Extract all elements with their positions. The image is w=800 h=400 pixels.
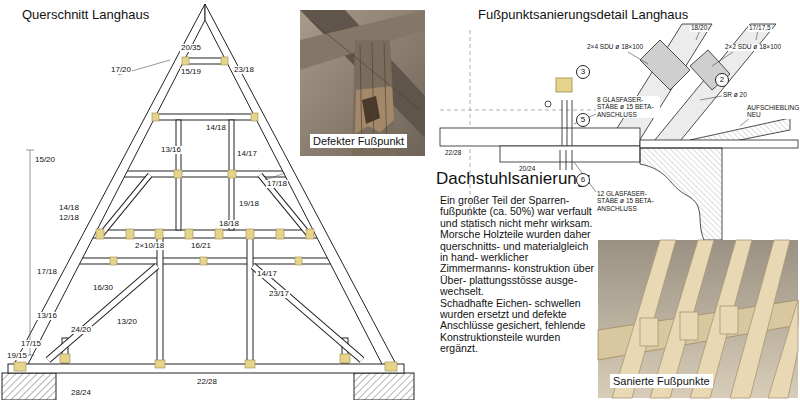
dimension-label: 28/24 [70, 389, 92, 397]
photo-repaired [598, 240, 798, 398]
dimension-label: 13/16 [160, 146, 182, 154]
dimension-label: 14/17 [236, 150, 258, 158]
dimension-label: 13/20 [116, 318, 138, 326]
dimension-label: 24/20 [70, 326, 92, 334]
photo-caption: Sanierte Fußpunkte [610, 374, 713, 388]
dimension-label: 22/28 [196, 378, 218, 386]
section-heading: Dachstuhlsanierung: [436, 170, 591, 187]
callout-circle: 3 [576, 65, 590, 79]
body-text: Ein großer Teil der Sparren- fußpunkte (… [440, 195, 595, 229]
dimension-label: 20/24 [518, 166, 536, 173]
body-text: Morsche Holzteile wurden daher querschni… [440, 229, 595, 297]
dimension-label: 23/18 [233, 66, 255, 74]
photo-frame: Sanierte Fußpunkte [598, 240, 798, 398]
callout-number: 5 [581, 116, 585, 124]
dimension-label: 19/15 [6, 352, 28, 360]
dimension-label: 17/18 [36, 268, 58, 276]
dimension-label: 22/28 [444, 150, 462, 157]
dimension-label: 17/20 [110, 66, 132, 74]
dimension-label: 16/30 [92, 284, 114, 292]
foot-detail-drawing [440, 24, 798, 240]
photo-defect [300, 10, 425, 156]
part-note: AUFSCHIEBLING NEU [746, 104, 796, 119]
dimension-label: 2×10/18 [134, 242, 165, 250]
dimension-label: 13/16 [36, 312, 58, 320]
dimension-label: 12/18 [58, 214, 80, 222]
rod-note: 12 GLASFASER- STÄBE ø 15 BETA-ANSCHLUSS [596, 190, 662, 212]
dimension-label: 15/19 [180, 68, 202, 76]
body-text: Schadhafte Eichen- schwellen wurden erse… [440, 298, 595, 355]
dimension-label: 14/17 [256, 270, 278, 278]
callout-number: 3 [581, 68, 585, 76]
dimension-label: 17/15 [20, 340, 42, 348]
photo-caption: Defekter Fußpunkt [310, 134, 407, 148]
dimension-label: 14/18 [205, 124, 227, 132]
dimension-label: 20/35 [180, 44, 202, 52]
dimension-label: 17/17,5 [748, 25, 772, 32]
dimension-label: 19/18 [238, 200, 260, 208]
dimension-label: 14/18 [58, 204, 80, 212]
dimension-label: 16/21 [190, 242, 212, 250]
view-heading: Fußpunktsanierungsdetail Langhaus [478, 8, 688, 21]
view-heading: Querschnitt Langhaus [22, 8, 149, 21]
callout-circle: 5 [576, 113, 590, 127]
fastener-note: 2×4 SDU ø 18×100 [586, 44, 644, 51]
callout-number: 6 [581, 176, 585, 184]
dimension-label: 17/18 [266, 180, 288, 188]
dimension-label: 18/20 [690, 25, 708, 32]
dimension-label: 23/17 [268, 290, 290, 298]
dimension-label: 18/18 [218, 220, 240, 228]
dimension-label: 15/20 [34, 156, 56, 164]
photo-frame: Defekter Fußpunkt [300, 10, 425, 156]
rod-note: 8 GLASFASER- STÄBE ø 15 BETA-ANSCHLUSS [596, 96, 660, 118]
fastener-note: SR ø 20 [722, 92, 748, 99]
fastener-note: 2×2 SDU ø 18×100 [724, 44, 782, 51]
callout-number: 2 [720, 76, 724, 84]
callout-circle: 2 [715, 73, 729, 87]
body-text-block: Ein großer Teil der Sparren- fußpunkte (… [440, 195, 595, 355]
callout-circle: 6 [576, 173, 590, 187]
